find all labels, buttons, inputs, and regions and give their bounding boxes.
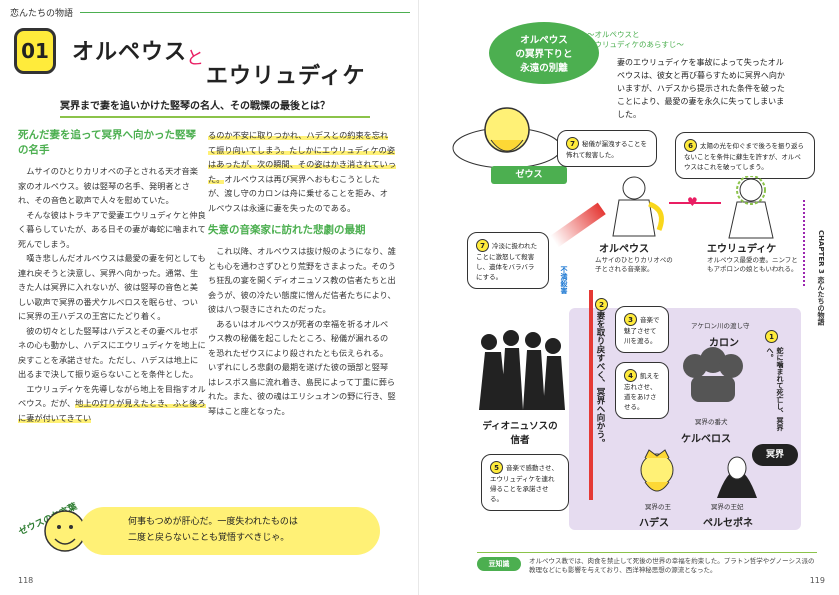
hades-role: 冥界の王 bbox=[645, 503, 671, 511]
summary-title-line: ～オルペウスと bbox=[587, 30, 640, 39]
cerberus-name: ケルベロス bbox=[681, 434, 731, 445]
step-number: 6 bbox=[684, 139, 697, 152]
step-text: 音楽で感動させ、エウリュディケを連れ帰ることを承諾させる。 bbox=[490, 464, 558, 503]
charon-name: カロン bbox=[709, 338, 739, 349]
trivia-text: オルペウス教では、肉食を禁止して死後の世界の幸福を約束した。プラトン哲学やグノー… bbox=[529, 557, 815, 574]
title-orpheus: オルペウス bbox=[72, 40, 188, 65]
step-text: 冷淡に扱われたことに激怒して殺害し、遺体をバラバラにする。 bbox=[476, 242, 538, 281]
zeus-quote-line: 二度と戻らないことも覚悟すべきじゃ。 bbox=[128, 533, 290, 543]
hades-name: ハデス bbox=[639, 518, 669, 529]
paragraph: るのか不安に取りつかれ、ハデスとの約束を忘れて振り向いてしまう。たしかにエウリュ… bbox=[208, 128, 396, 215]
diagram-title-line: 永遠の別離 bbox=[520, 63, 568, 74]
zeus-quote-line: 何事もつめが肝心だ。一度失われたものは bbox=[128, 517, 298, 527]
paragraph: これ以降、オルペウスは抜け殻のようになり、誰とも心を通わさずひとり荒野をさまよっ… bbox=[208, 246, 396, 314]
cerberus-role: 冥界の番犬 bbox=[695, 418, 728, 426]
kill-label-text: 殺害 bbox=[560, 280, 568, 294]
step-number: 2 bbox=[595, 298, 608, 311]
step-text: 飢えを忘れさせ、道をあけさせる。 bbox=[624, 372, 660, 411]
eurydice-illustration bbox=[728, 176, 774, 239]
trivia-box: オルペウス教では、肉食を禁止して死後の世界の幸福を約束した。プラトン哲学やグノー… bbox=[477, 552, 817, 582]
cerberus-illustration bbox=[683, 347, 743, 402]
right-page: オルペウス の冥界下りと 永遠の別離 ～オルペウスと エウリュディケのあらすじ～… bbox=[419, 0, 839, 595]
kill-label-text: 不満 bbox=[560, 266, 568, 280]
hades-illustration bbox=[640, 449, 674, 492]
title-to: と bbox=[186, 48, 204, 69]
article-subtitle: 冥界まで妻を追いかけた竪琴の名人、その戦慄の最後とは？ bbox=[60, 97, 370, 118]
step-number: 1 bbox=[765, 330, 778, 343]
zeus-quote-box: 何事もつめが肝心だ。一度失われたものは 二度と戻らないことも覚悟すべきじゃ。 bbox=[80, 507, 380, 555]
step-number: 3 bbox=[624, 313, 637, 326]
step-number: 5 bbox=[490, 461, 503, 474]
love-line bbox=[669, 202, 721, 204]
orpheus-description: ムサイのひとりカリオペの子とされる音楽家。 bbox=[595, 256, 673, 273]
underworld-zone bbox=[569, 308, 801, 530]
persephone-role: 冥界の王妃 bbox=[711, 503, 744, 511]
step-text: 秘儀が漏洩することを怖れて殺害した。 bbox=[566, 140, 647, 159]
paragraph: 嘆き悲しんだオルペウスは最愛の妻を何としても連れ戻そうと決意し、冥界へ向かった。… bbox=[18, 253, 206, 321]
step-text: 蛇に噛まれて死亡し、冥界へ。 bbox=[766, 347, 784, 431]
paragraph: あるいはオルペウスが死者の幸福を祈るオルペウス教の秘儀を起こしたところ、秘儀が漏… bbox=[208, 318, 396, 416]
dotted-connector bbox=[803, 200, 805, 286]
series-header: 恋んたちの物語 bbox=[10, 9, 74, 19]
diagram-title-line: オルペウス bbox=[520, 35, 568, 46]
orpheus-illustration bbox=[612, 176, 664, 237]
persephone-illustration bbox=[717, 456, 757, 498]
journey-arrow bbox=[589, 290, 593, 500]
header-divider bbox=[80, 12, 410, 13]
diagram-title-line: の冥界下りと bbox=[515, 49, 573, 60]
page-number: 118 bbox=[18, 576, 34, 585]
paragraph-text: エウリュディケを先導しながら地上を目指すオルペウス。だが、 bbox=[18, 383, 206, 409]
eurydice-name: エウリュディケ bbox=[707, 244, 777, 255]
charon-role: アケロン川の渡し守 bbox=[691, 322, 750, 330]
zeus-face-icon bbox=[44, 510, 86, 552]
step-2: 2 妻を取り戻すべく、冥界へ向かう。 bbox=[595, 298, 609, 451]
summary-text: 妻のエウリュディケを事故によって失ったオルペウスは、彼女と再び暮らすために冥界へ… bbox=[617, 58, 785, 119]
eurydice-description: オルペウス最愛の妻。ニンフともアポロンの娘ともいわれる。 bbox=[707, 256, 798, 273]
underworld-badge: 冥界 bbox=[752, 444, 798, 466]
step-text: 音楽で魅了させて川を渡る。 bbox=[624, 316, 660, 345]
paragraph: 彼の切々とした竪琴はハデスとその妻ペルセポネの心も動かし、ハデスにエウリュディケ… bbox=[18, 325, 206, 380]
kill-arrow bbox=[550, 202, 606, 248]
paragraph-text: オルペウスは再び冥界へおもむこうとしたが、渡し守のカロンは舟に乗せることを拒み、… bbox=[208, 173, 388, 213]
paragraph: エウリュディケを先導しながら地上を目指すオルペウス。だが、地上の灯りが見えたとき… bbox=[18, 382, 206, 426]
column-2: るのか不安に取りつかれ、ハデスとの約束を忘れて振り向いてしまう。たしかにエウリュ… bbox=[208, 128, 396, 418]
paragraph: そんな彼はトラキアで愛妻エウリュディケと仲良く暮らしていたが、ある日その妻が毒蛇… bbox=[18, 209, 206, 249]
step-number: 7 bbox=[476, 239, 489, 252]
chapter-tab: CHAPTER 3 恋んたちの物語 bbox=[817, 230, 825, 326]
badge-number: 01 bbox=[21, 39, 49, 63]
section-heading-2: 失意の音楽家に訪れた悲劇の最期 bbox=[208, 224, 366, 236]
step-number: 4 bbox=[624, 369, 637, 382]
summary-title: ～オルペウスと エウリュディケのあらすじ～ bbox=[587, 30, 684, 50]
kill-label: 不満殺害 bbox=[559, 266, 569, 294]
name-line: 信者 bbox=[510, 435, 530, 446]
step-1: 1 蛇に噛まれて死亡し、冥界へ。 bbox=[765, 330, 784, 437]
zeus-illustration bbox=[452, 107, 562, 169]
lyre-number-badge: 01 bbox=[14, 28, 56, 74]
section-heading-1: 死んだ妻を追って冥界へ向かった竪琴の名手 bbox=[18, 129, 196, 156]
summary-title-line: エウリュディケのあらすじ～ bbox=[587, 40, 684, 49]
step-text: 妻を取り戻すべく、冥界へ向かう。 bbox=[595, 311, 605, 447]
heart-icon: ♥ bbox=[687, 195, 698, 209]
dionysus-followers-illustration bbox=[479, 330, 565, 410]
persephone-name: ペルセポネ bbox=[703, 518, 753, 529]
step-text: 太陽の光を仰ぐまで後ろを振り返らないことを条件に蘇生を許すが、オルペウスはこれを… bbox=[684, 142, 804, 171]
paragraph: ムサイのひとりカリオペの子とされる天才音楽家のオルペウス。彼は竪琴の名手、発明者… bbox=[18, 166, 198, 205]
name-line: ディオニュソスの bbox=[482, 421, 558, 432]
orpheus-name: オルペウス bbox=[599, 244, 649, 255]
diagram-title-badge: オルペウス の冥界下りと 永遠の別離 bbox=[489, 22, 599, 84]
title-eurydice: エウリュディケ bbox=[206, 64, 366, 89]
dionysus-followers-name: ディオニュソスの 信者 bbox=[475, 418, 565, 446]
column-1: 死んだ妻を追って冥界へ向かった竪琴の名手 ムサイのひとりカリオペの子とされる天才… bbox=[18, 128, 206, 425]
zeus-name-tag: ゼウス bbox=[491, 166, 567, 184]
page-number: 119 bbox=[809, 576, 825, 585]
left-page: 恋んたちの物語 01 オルペウス と エウリュディケ 冥界まで妻を追いかけた竪琴… bbox=[0, 0, 419, 595]
step-number: 7 bbox=[566, 137, 579, 150]
trivia-label: 豆知識 bbox=[477, 557, 521, 571]
